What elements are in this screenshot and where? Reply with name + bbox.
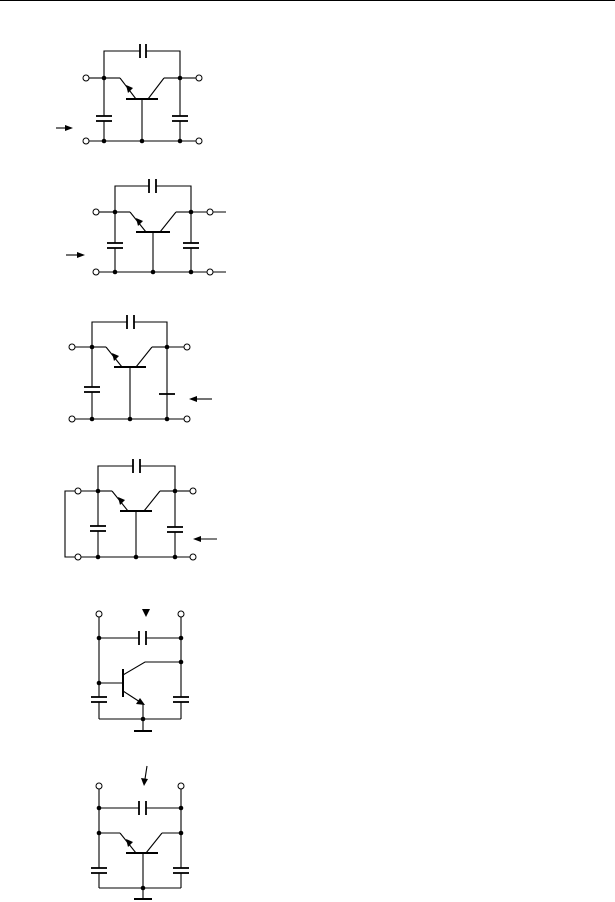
left-shunt-capacitor: [91, 683, 107, 719]
transistor: [98, 490, 175, 557]
left-shunt-capacitor: [84, 347, 100, 419]
terminal: [82, 74, 90, 82]
loop-wire: [64, 490, 75, 558]
left-shunt-capacitor: [96, 78, 112, 141]
feedback-capacitor: [103, 44, 181, 78]
feedback-capacitor: [99, 801, 181, 815]
input-arrow: [142, 609, 150, 617]
terminal: [206, 208, 214, 216]
terminal: [68, 415, 76, 423]
terminal: [183, 415, 191, 423]
feedback-capacitor: [114, 179, 192, 212]
terminal: [206, 268, 214, 276]
terminal: [177, 610, 185, 618]
circuit-2: [66, 179, 226, 276]
right-shunt-capacitor: [173, 833, 189, 888]
circuit-1: [56, 44, 203, 145]
terminal: [82, 137, 90, 145]
terminal: [95, 782, 103, 790]
terminal: [183, 343, 191, 351]
emitter-arrow: [136, 698, 145, 705]
right-shunt-capacitor: [183, 212, 199, 272]
feedback-capacitor: [99, 631, 181, 645]
left-shunt-capacitor: [91, 833, 107, 888]
transistor: [104, 77, 180, 141]
circuit-6: [91, 765, 189, 900]
emitter-arrow: [112, 353, 119, 361]
emitter-arrow: [126, 85, 133, 93]
terminal: [74, 553, 82, 561]
header-rule: [0, 0, 615, 1]
terminal: [68, 343, 76, 351]
emitter-arrow: [118, 497, 125, 505]
transistor: [115, 211, 191, 272]
terminal: [92, 268, 100, 276]
terminal: [74, 487, 82, 495]
circuit-5: [91, 609, 189, 732]
transistor: [99, 832, 181, 888]
terminal: [92, 208, 100, 216]
input-arrow: [193, 536, 217, 542]
input-arrow: [66, 252, 85, 258]
circuit-3: [68, 315, 212, 423]
circuit-4: [64, 459, 217, 561]
right-shunt-capacitor: [173, 662, 189, 719]
emitter-arrow: [126, 839, 133, 847]
left-shunt-capacitor: [107, 212, 123, 272]
terminal: [177, 782, 185, 790]
input-arrow: [141, 765, 148, 786]
transistor: [92, 346, 167, 419]
terminal: [195, 74, 203, 82]
terminal: [95, 610, 103, 618]
input-arrow: [56, 125, 73, 131]
right-shunt-capacitor: [172, 78, 188, 141]
feedback-capacitor: [91, 315, 168, 347]
input-arrow: [189, 396, 212, 402]
transistor: [99, 661, 181, 719]
right-shunt-capacitor: [167, 491, 183, 557]
left-shunt-capacitor: [90, 491, 106, 557]
feedback-capacitor: [97, 459, 176, 491]
terminal: [195, 137, 203, 145]
terminal: [189, 553, 197, 561]
emitter-arrow: [136, 218, 143, 226]
terminal: [189, 487, 197, 495]
right-shunt-capacitor: [159, 347, 175, 419]
